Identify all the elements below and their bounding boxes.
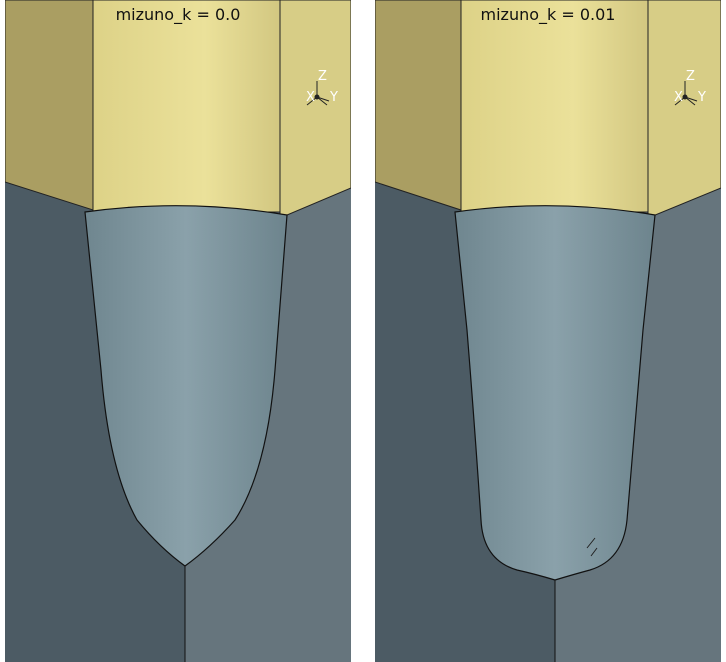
panel-caption: mizuno_k = 0.0 <box>115 5 241 24</box>
axis-x-label: X <box>306 90 315 105</box>
drawn-cup <box>454 205 656 581</box>
punch-right-face <box>647 0 721 219</box>
punch-right-face <box>279 0 351 219</box>
scene-render-right: Z Y X <box>375 0 721 662</box>
punch-left-face <box>5 0 94 211</box>
panel-caption: mizuno_k = 0.01 <box>480 5 616 24</box>
axis-triad-icon <box>674 81 698 106</box>
punch-front-face <box>92 0 281 213</box>
punch-left-face <box>375 0 462 211</box>
axis-y-label: Y <box>697 90 706 105</box>
axis-x-label: X <box>674 90 683 105</box>
punch-front-face <box>460 0 649 213</box>
panel-mizuno-0: Z Y X mizuno_k = 0.0 <box>5 0 351 662</box>
axis-triad-icon <box>306 81 330 106</box>
axis-z-label: Z <box>686 69 695 84</box>
panel-mizuno-001: Z Y X mizuno_k = 0.01 <box>375 0 721 662</box>
cup-wrinkle <box>586 537 598 557</box>
axis-z-label: Z <box>318 69 327 84</box>
axis-y-label: Y <box>329 90 338 105</box>
drawn-cup <box>84 205 288 567</box>
scene-render-left: Z Y X <box>5 0 351 662</box>
